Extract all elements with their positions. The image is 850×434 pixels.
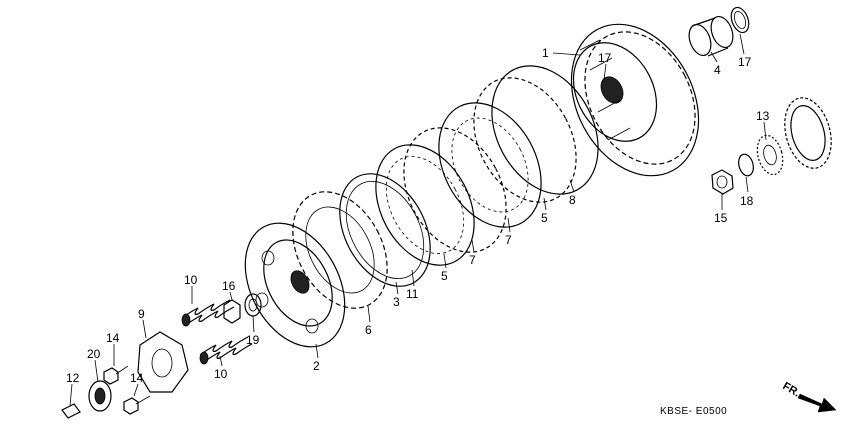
callout-13: 13 (756, 109, 770, 123)
callout-5: 5 (441, 269, 448, 283)
callout-14: 14 (106, 331, 120, 345)
callout-12: 12 (66, 371, 80, 385)
primary-drive-gear (756, 97, 832, 176)
clutch-spring-lower (199, 336, 253, 365)
callout-8: 8 (569, 193, 576, 207)
callout-17: 17 (738, 55, 752, 69)
diagram-code: KBSE- E0500 (660, 406, 727, 417)
callout-1: 1 (542, 46, 549, 60)
callout-4: 4 (714, 63, 721, 77)
callout-14: 14 (130, 371, 144, 385)
callout-19: 19 (246, 333, 260, 347)
callout-3: 3 (393, 295, 400, 309)
callout-labels: 1 17 4 17 13 18 15 8 5 7 7 5 11 3 6 2 16… (66, 46, 770, 385)
pressure-plate (244, 222, 346, 348)
thrust-washer-right (730, 6, 750, 34)
callout-10: 10 (214, 367, 228, 381)
lifter-rod (61, 403, 81, 419)
callout-18: 18 (740, 194, 754, 208)
leader-lines (69, 33, 767, 407)
callout-2: 2 (313, 359, 320, 373)
callout-11: 11 (406, 287, 419, 301)
callout-7: 7 (469, 253, 476, 267)
callout-10: 10 (184, 273, 198, 287)
lifter-plate (137, 331, 189, 393)
lock-washer (738, 153, 754, 177)
washer-19 (244, 293, 262, 317)
clutch-plate-stack (292, 65, 599, 309)
callout-5: 5 (541, 211, 548, 225)
lifter-bearing (88, 380, 112, 412)
lock-nut (711, 169, 734, 195)
callout-15: 15 (714, 211, 728, 225)
front-arrow-icon (797, 393, 837, 413)
callout-16: 16 (222, 279, 236, 293)
callout-17: 17 (598, 51, 612, 65)
callout-9: 9 (138, 307, 145, 321)
collar (688, 15, 734, 57)
clutch-outer-housing (570, 23, 700, 177)
clutch-spring-upper (181, 299, 235, 327)
front-direction-marker: FR. (781, 380, 837, 413)
callout-6: 6 (365, 323, 372, 337)
bolt-lower (123, 395, 151, 415)
callout-20: 20 (87, 347, 101, 361)
bolt-upper (103, 365, 129, 385)
callout-7: 7 (505, 233, 512, 247)
